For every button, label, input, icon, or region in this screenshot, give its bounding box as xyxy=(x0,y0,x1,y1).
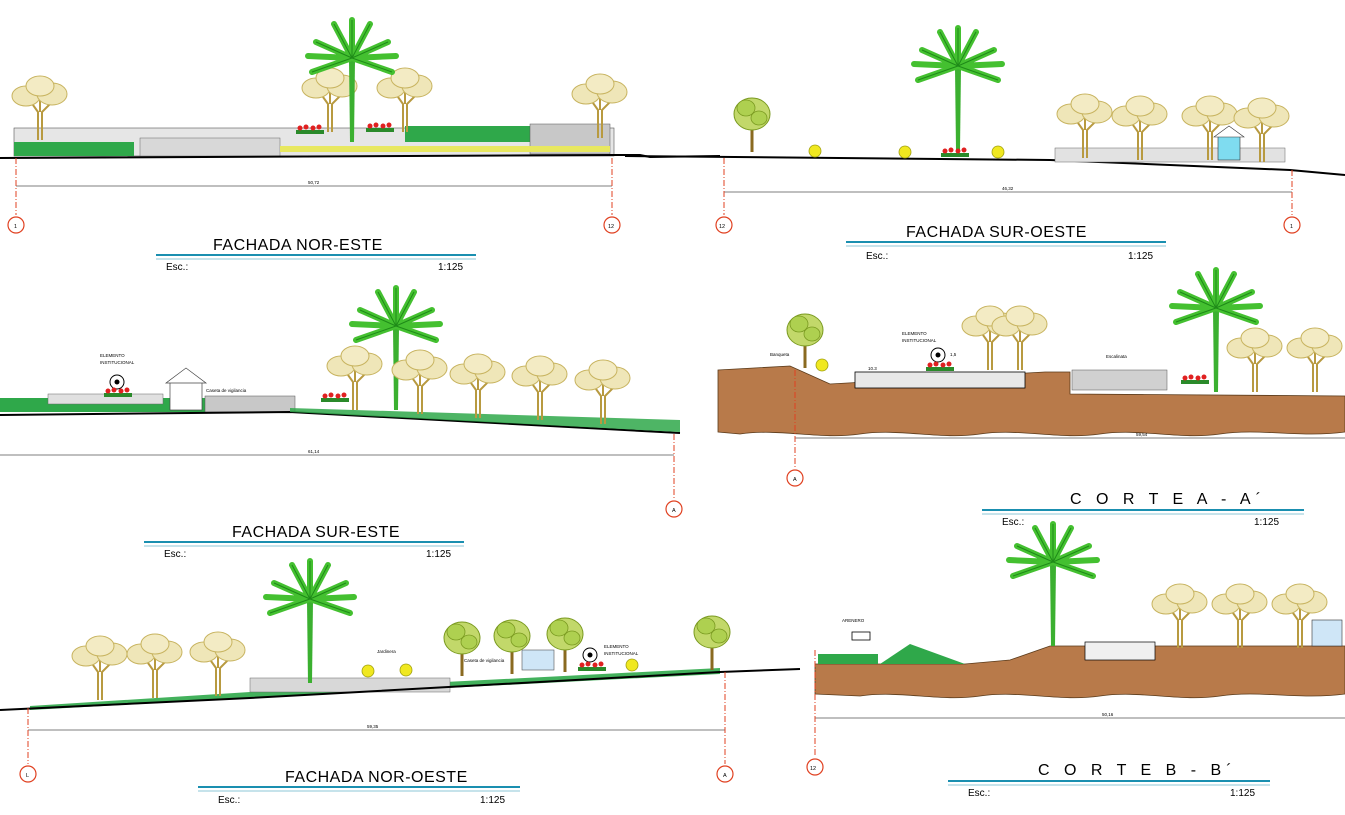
drawing-fachada-sur-oeste: 46,32 12 1 FACHADA SUR-OESTE Esc.: 1:125 xyxy=(624,28,1345,262)
drawing-fachada-nor-este: 50,72 1 12 FACHADA NOR-ESTE Esc.: 1:125 xyxy=(0,20,721,273)
dimension-fachada-sur-oeste: 46,32 xyxy=(1002,186,1014,191)
drawing-title: C O R T E B - B´ xyxy=(1038,762,1237,779)
svg-text:A: A xyxy=(672,508,676,514)
title-block-fachada-nor-este: FACHADA NOR-ESTE Esc.: 1:125 xyxy=(156,237,476,273)
svg-text:ELEMENTO: ELEMENTO xyxy=(604,644,629,649)
drawing-title: FACHADA NOR-ESTE xyxy=(213,237,383,254)
dimension-fachada-nor-oeste: 59,35 xyxy=(367,724,379,729)
svg-text:12: 12 xyxy=(810,766,816,772)
axis-bubble: 1 xyxy=(1283,216,1301,234)
svg-text:INSTITUCIONAL: INSTITUCIONAL xyxy=(100,360,135,365)
svg-text:Esc.:: Esc.: xyxy=(166,262,188,273)
svg-text:1:125: 1:125 xyxy=(1128,251,1153,262)
svg-text:A: A xyxy=(793,477,797,483)
dimension-fachada-nor-este: 50,72 xyxy=(308,180,320,185)
axis-bubble: A xyxy=(665,500,683,518)
drawing-fachada-sur-este: ELEMENTO INSTITUCIONAL Caseta de vigilan… xyxy=(0,288,683,560)
svg-text:Esc.:: Esc.: xyxy=(218,795,240,806)
axis-bubble: 12 xyxy=(806,758,824,776)
svg-text:1:125: 1:125 xyxy=(438,262,463,273)
dimension-corte-a: 59,54 xyxy=(1136,432,1148,437)
title-block-corte-a: C O R T E A - A´ Esc.: 1:125 xyxy=(982,491,1304,528)
axis-bubble: 1 xyxy=(7,216,25,234)
svg-text:ELEMENTO: ELEMENTO xyxy=(902,331,927,336)
svg-text:1:125: 1:125 xyxy=(1254,517,1279,528)
svg-text:Escalinata: Escalinata xyxy=(1106,354,1127,359)
svg-text:12: 12 xyxy=(608,224,614,230)
svg-text:A: A xyxy=(723,773,727,779)
svg-text:10.3: 10.3 xyxy=(868,366,877,371)
drawing-fachada-nor-oeste: Jardinera Caseta de vigilancia ELEMENTO … xyxy=(0,561,801,806)
svg-text:ARENERO: ARENERO xyxy=(842,618,865,623)
drawing-title: FACHADA SUR-ESTE xyxy=(232,524,400,541)
svg-text:1: 1 xyxy=(1290,224,1293,230)
axis-bubble: A xyxy=(786,469,804,487)
svg-text:1:125: 1:125 xyxy=(480,795,505,806)
title-block-fachada-sur-oeste: FACHADA SUR-OESTE Esc.: 1:125 xyxy=(846,224,1166,262)
title-block-corte-b: C O R T E B - B´ Esc.: 1:125 xyxy=(948,762,1270,799)
title-block-fachada-nor-oeste: FACHADA NOR-OESTE Esc.: 1:125 xyxy=(198,769,520,806)
drawing-title: C O R T E A - A´ xyxy=(1070,491,1266,508)
svg-text:Esc.:: Esc.: xyxy=(164,549,186,560)
title-block-fachada-sur-este: FACHADA SUR-ESTE Esc.: 1:125 xyxy=(144,524,464,560)
svg-text:Esc.:: Esc.: xyxy=(968,788,990,799)
drawing-title: FACHADA NOR-OESTE xyxy=(285,769,468,786)
dimension-fachada-sur-este: 61,14 xyxy=(308,449,320,454)
svg-text:1: 1 xyxy=(14,224,17,230)
svg-text:Caseta de vigilancia: Caseta de vigilancia xyxy=(206,388,247,393)
svg-text:Jardinera: Jardinera xyxy=(377,649,396,654)
svg-text:INSTITUCIONAL: INSTITUCIONAL xyxy=(902,338,937,343)
drawing-corte-a: Banqueta ELEMENTO INSTITUCIONAL Escalina… xyxy=(717,270,1345,528)
drawing-title: FACHADA SUR-OESTE xyxy=(906,224,1087,241)
svg-text:Caseta de vigilancia: Caseta de vigilancia xyxy=(464,658,505,663)
svg-text:12: 12 xyxy=(719,224,725,230)
axis-bubble: A xyxy=(716,765,734,783)
dimension-corte-b: 50,16 xyxy=(1102,712,1114,717)
svg-text:1,5: 1,5 xyxy=(950,352,957,357)
svg-text:Banqueta: Banqueta xyxy=(770,352,790,357)
svg-text:Esc.:: Esc.: xyxy=(866,251,888,262)
drawing-corte-b: ARENERO 50,16 12 C O R T E B - B´ Esc.: … xyxy=(806,524,1345,799)
axis-bubble: 12 xyxy=(715,216,733,234)
svg-text:ELEMENTO: ELEMENTO xyxy=(100,353,125,358)
svg-text:1:125: 1:125 xyxy=(426,549,451,560)
svg-text:Esc.:: Esc.: xyxy=(1002,517,1024,528)
svg-text:1:125: 1:125 xyxy=(1230,788,1255,799)
axis-bubble: L xyxy=(19,765,37,783)
svg-text:INSTITUCIONAL: INSTITUCIONAL xyxy=(604,651,639,656)
svg-text:L: L xyxy=(26,773,29,779)
axis-bubble: 12 xyxy=(603,216,621,234)
